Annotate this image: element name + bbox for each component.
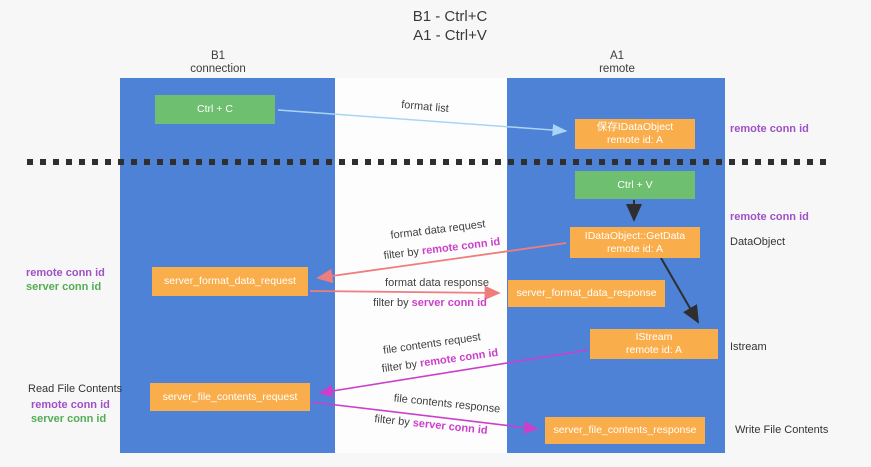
dataobject-note: DataObject — [730, 236, 786, 248]
phase-separator-dashed-line — [27, 159, 833, 165]
remote-conn-id-note-left-1: remote conn id — [26, 267, 105, 279]
ctrl-v-label: Ctrl + V — [617, 178, 653, 191]
lane-a1-sub: remote — [599, 63, 635, 75]
save-idataobject-line1: 保存IDataObject — [596, 121, 674, 133]
server-file-contents-response-box: server_file_contents_response — [545, 417, 705, 444]
write-file-contents-note: Write File Contents — [735, 424, 829, 436]
lane-b1-sub: connection — [190, 63, 246, 75]
diagram-title: B1 - Ctrl+C A1 - Ctrl+V — [350, 7, 550, 45]
getdata-line2: remote id: A — [606, 242, 664, 255]
remote-conn-id-note-top: remote conn id — [730, 123, 809, 135]
server-conn-id-note-left-1: server conn id — [26, 281, 102, 293]
server-format-data-request-label: server_format_data_request — [164, 275, 296, 287]
server-file-contents-response-label: server_file_contents_response — [553, 424, 697, 436]
server-file-contents-request-label: server_file_contents_request — [162, 390, 298, 403]
remote-conn-id-note-left-2: remote conn id — [31, 399, 110, 411]
getdata-line1: IDataObject::GetData — [584, 229, 686, 242]
istream-line2: remote id: A — [625, 344, 683, 356]
server-format-data-request-box: server_format_data_request — [152, 267, 308, 296]
save-idataobject-line2: remote id: A — [606, 134, 664, 146]
istream-line1: IStream — [635, 331, 673, 343]
server-format-data-response-label: server_format_data_response — [516, 287, 657, 299]
server-conn-id-note-left-2: server conn id — [31, 413, 107, 425]
istream-box: IStream remote id: A — [590, 329, 718, 359]
ctrl-v-box: Ctrl + V — [575, 171, 695, 199]
lane-header-a1: A1 remote — [557, 50, 677, 76]
lane-b1-name: B1 — [210, 50, 226, 62]
read-file-contents-note: Read File Contents — [28, 383, 123, 395]
title-line-2: A1 - Ctrl+V — [413, 27, 487, 44]
server-file-contents-request-box: server_file_contents_request — [150, 383, 310, 411]
server-format-data-response-box: server_format_data_response — [508, 280, 665, 307]
filter-by-server-conn-id-label-1: filter by server conn id — [373, 297, 487, 309]
lane-a1-name: A1 — [609, 50, 625, 62]
remote-conn-id-note-mid: remote conn id — [730, 211, 809, 223]
idataobject-getdata-box: IDataObject::GetData remote id: A — [570, 227, 700, 258]
ctrl-c-box: Ctrl + C — [155, 95, 275, 124]
lane-header-b1: B1 connection — [158, 50, 278, 76]
title-line-1: B1 - Ctrl+C — [412, 8, 488, 25]
server-conn-id-highlight: server conn id — [411, 297, 487, 309]
filter-by-text: filter by — [373, 297, 412, 309]
save-idataobject-box: 保存IDataObject remote id: A — [575, 119, 695, 149]
ctrl-c-label: Ctrl + C — [197, 103, 233, 115]
istream-note: Istream — [730, 341, 767, 353]
format-data-response-label: format data response — [385, 277, 489, 289]
